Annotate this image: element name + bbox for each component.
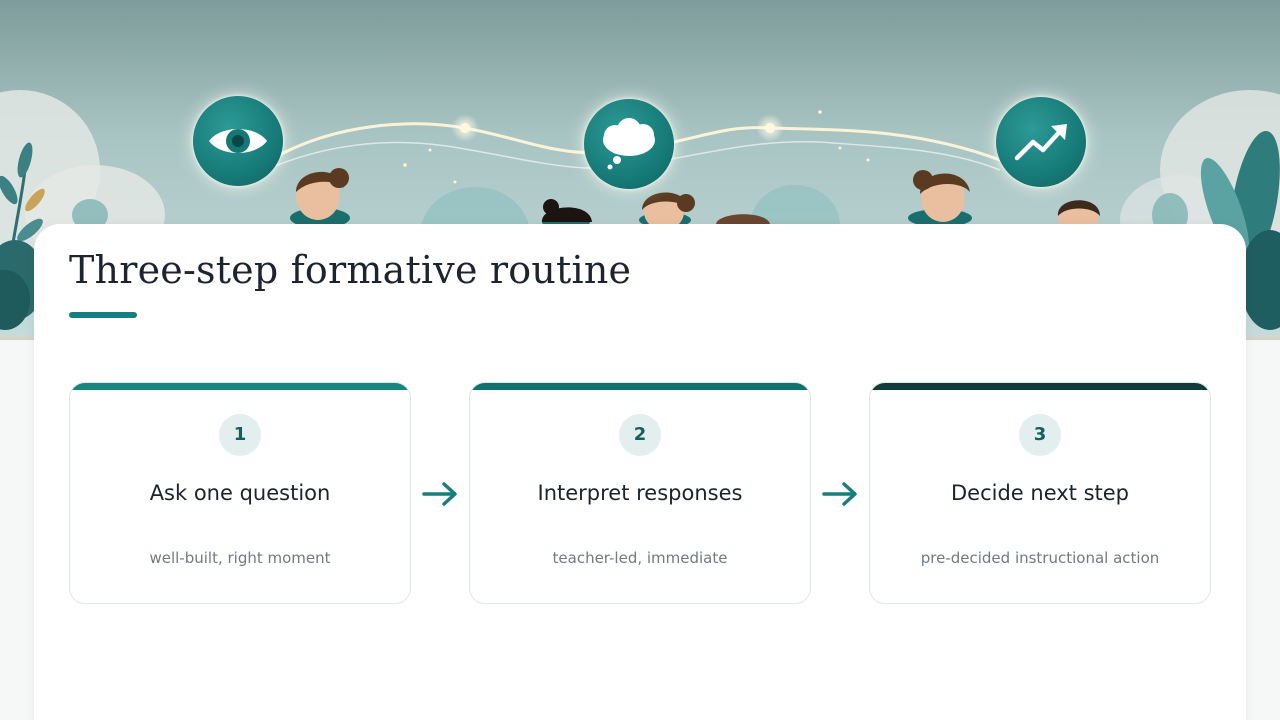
trend-up-icon [996,97,1086,187]
card-accent-bar [470,383,810,390]
step-subtitle: teacher-led, immediate [552,549,728,567]
step-number-badge: 1 [219,414,261,456]
title-underline [69,312,137,318]
arrow-right-icon [822,482,857,506]
step-title: Ask one question [149,481,331,505]
step-card-1: 1 Ask one question well-built, right mom… [69,382,411,604]
step-title: Decide next step [950,481,1130,505]
card-accent-bar [70,383,410,390]
step-number-badge: 2 [619,414,661,456]
step-card-2: 2 Interpret responses teacher-led, immed… [469,382,811,604]
step-title: Interpret responses [537,481,743,505]
eye-icon [193,96,283,186]
arrow-right-icon [422,482,457,506]
page-title: Three-step formative routine [69,248,632,292]
step-subtitle: pre-decided instructional action [920,549,1160,567]
card-accent-bar [870,383,1210,390]
step-subtitle: well-built, right moment [149,549,331,567]
step-number-badge: 3 [1019,414,1061,456]
step-card-3: 3 Decide next step pre-decided instructi… [869,382,1211,604]
thought-cloud-icon [584,99,674,189]
